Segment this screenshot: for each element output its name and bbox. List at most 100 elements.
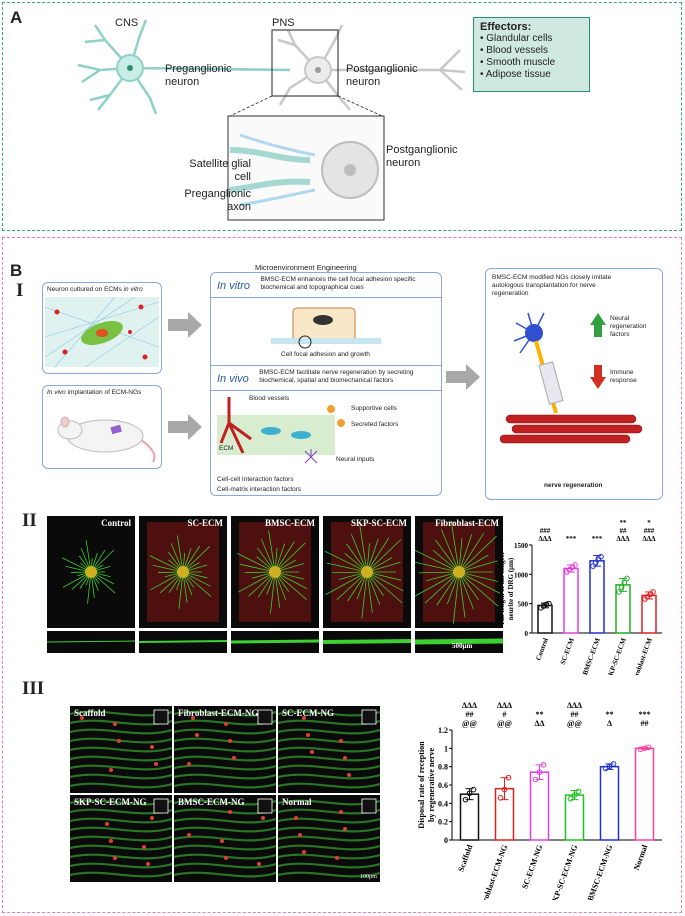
- arrow-right-icon: [446, 364, 480, 390]
- significance-label: **: [606, 710, 614, 719]
- in-vivo-header: In vivo BMSC-ECM facilitate nerve regene…: [211, 365, 441, 391]
- data-point: [621, 579, 628, 586]
- secreted-label: Secreted factors: [351, 421, 399, 428]
- iii-photo: BMSC-ECM-NG: [174, 795, 276, 882]
- data-point: [546, 600, 552, 607]
- category-label: Control: [534, 637, 549, 662]
- data-point: [466, 790, 473, 797]
- section-i-label: I: [16, 280, 24, 301]
- data-point: [497, 795, 504, 801]
- data-point: [567, 795, 574, 802]
- category-label: SC-ECM: [559, 637, 576, 666]
- effector-item: • Blood vessels: [480, 45, 548, 56]
- significance-label: ##: [571, 710, 579, 719]
- y-tick-label: 0.2: [438, 818, 448, 827]
- ii-photo: Fibroblast-ECM: [415, 516, 503, 628]
- significance-label: ΔΔ: [534, 719, 544, 728]
- category-label: SKP-SC-ECM: [605, 637, 628, 675]
- y-tick-label: 0.6: [438, 781, 448, 790]
- ii-photo-caption: BMSC-ECM: [265, 518, 315, 528]
- data-point: [572, 562, 578, 568]
- ii-photo-caption: Fibroblast-ECM: [435, 518, 499, 528]
- significance-label: ΔΔΔ: [538, 535, 552, 543]
- rat-illustration: [57, 416, 156, 463]
- iii-photo: Fibroblast-ECM-NG: [174, 706, 276, 793]
- y-tick-label: 1: [444, 744, 448, 753]
- bar: [589, 560, 605, 634]
- significance-label: ΔΔΔ: [616, 535, 630, 543]
- bar: [634, 747, 655, 841]
- significance-label: Δ: [607, 719, 612, 728]
- data-point: [575, 788, 582, 795]
- significance-label: *: [647, 519, 651, 527]
- panel-b-label: B: [10, 261, 23, 280]
- y-tick-label: 0: [525, 630, 529, 638]
- significance-label: ΔΔΔ: [567, 701, 582, 710]
- iii-photo: SC-ECM-NG: [278, 706, 380, 793]
- iii-photo: Normal: [278, 795, 380, 882]
- data-point: [571, 792, 578, 798]
- significance-label: ***: [592, 535, 603, 543]
- cell-matrix-label: Cell-matrix interaction factors: [217, 486, 302, 493]
- effector-item: • Glandular cells: [480, 33, 553, 44]
- y-tick-label: 0.8: [438, 763, 448, 772]
- in-vivo-illustration: [217, 397, 345, 464]
- iii-photo-caption: BMSC-ECM-NG: [178, 797, 245, 807]
- significance-label: ##: [641, 719, 649, 728]
- effector-item: • Adipose tissue: [480, 69, 551, 80]
- down-arrow-icon: [590, 365, 606, 389]
- data-point: [624, 575, 630, 582]
- bar: [529, 771, 550, 841]
- y-axis-label: Disposal rate of receptionby regenerativ…: [417, 741, 436, 829]
- data-point: [598, 553, 604, 560]
- significance-label: @@: [497, 719, 512, 728]
- data-point: [650, 589, 656, 595]
- data-point: [532, 776, 539, 783]
- y-tick-label: 1500: [514, 542, 529, 550]
- data-point: [610, 761, 617, 767]
- bar: [564, 794, 585, 841]
- neuron-cultured-title: Neuron cultured on ECMs in vitro: [47, 286, 143, 293]
- category-label: Fibroblast-ECM: [629, 637, 654, 675]
- category-label: Scaffold: [456, 843, 474, 873]
- up-arrow-icon: [590, 313, 606, 337]
- data-point: [543, 601, 550, 608]
- ii-strip-photo: [231, 631, 319, 653]
- blood-vessels-label: Blood vessels: [249, 395, 290, 402]
- data-point: [645, 744, 652, 751]
- ii-photo: BMSC-ECM: [231, 516, 319, 628]
- bar: [563, 567, 579, 634]
- iii-photo-caption: SC-ECM-NG: [282, 708, 334, 718]
- significance-label: **: [536, 710, 544, 719]
- data-point: [501, 786, 508, 793]
- pns-label: PNS: [272, 17, 295, 29]
- iii-photo-caption: Fibroblast-ECM-NG: [178, 708, 259, 718]
- data-point: [592, 559, 599, 566]
- ii-scale-label: 500μm: [452, 642, 473, 650]
- ii-strip-photo: [415, 631, 503, 653]
- cns-label: CNS: [115, 17, 139, 29]
- focal-caption: Cell focal adhesion and growth: [281, 351, 370, 358]
- category-label: SC-ECM-NG: [520, 844, 544, 891]
- panel-a-label: A: [10, 8, 23, 27]
- y-tick-label: 1.2: [438, 726, 448, 735]
- ii-photo-caption: SKP-SC-ECM: [351, 518, 407, 528]
- bar: [599, 765, 620, 841]
- significance-label: ΔΔΔ: [462, 701, 477, 710]
- cell-cell-label: Cell-cell Interaction factors: [217, 476, 294, 483]
- microenv-title: Microenvironment Engineering: [255, 263, 357, 272]
- iii-photo: SKP-SC-ECM-NG: [70, 795, 172, 882]
- data-point: [536, 769, 543, 775]
- data-point: [505, 774, 512, 781]
- ecm-label: ECM: [219, 445, 234, 452]
- y-axis-label: The length of the longestneurite of DRG …: [498, 552, 515, 626]
- effectors-box: Effectors: • Glandular cells • Blood ves…: [473, 17, 590, 92]
- ii-strip-photo: [323, 631, 411, 653]
